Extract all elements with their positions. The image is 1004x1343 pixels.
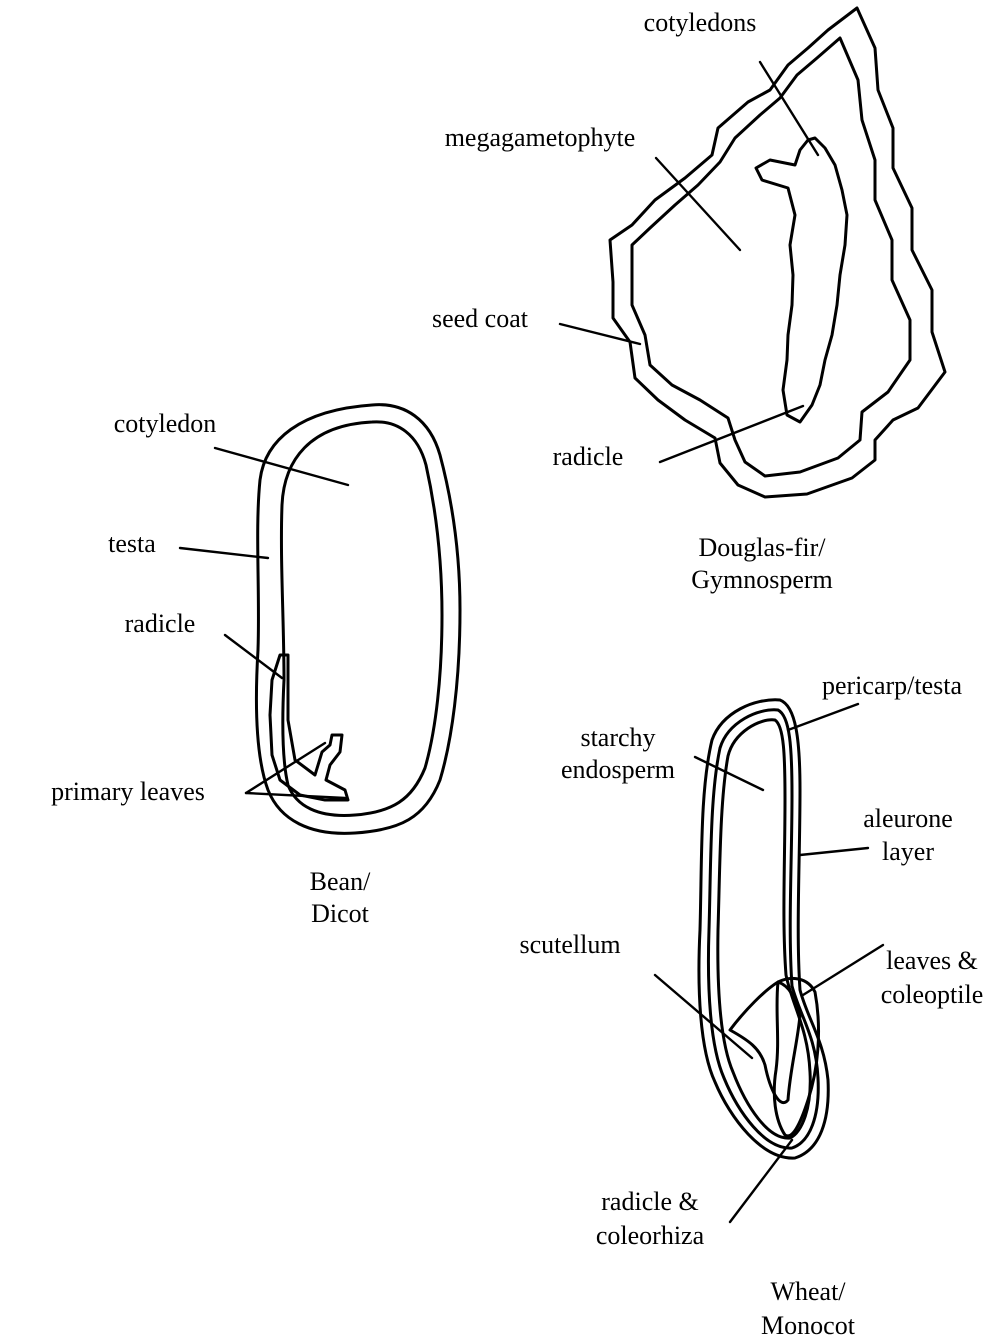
bean-label-primary-leaves: primary leaves: [51, 777, 205, 806]
douglas-fir-leader-radicle: [660, 406, 803, 462]
bean-label-cotyledon: cotyledon: [114, 409, 217, 438]
bean-leader-radicle: [225, 635, 282, 678]
wheat-leader-aleurone-layer: [800, 848, 868, 855]
wheat-label-starchy-endosperm-line-2: endosperm: [561, 755, 675, 784]
bean-label-radicle: radicle: [125, 609, 196, 638]
wheat-label-radicle-coleorhiza-line-2: coleorhiza: [596, 1221, 705, 1250]
wheat-label-pericarp-testa: pericarp/testa: [822, 671, 962, 700]
wheat-leader-radicle-coleorhiza: [730, 1140, 792, 1222]
douglas-fir-leader-megagametophyte: [656, 158, 740, 250]
wheat-scutellum: [730, 982, 800, 1103]
wheat-label-aleurone-line-1: aleurone: [863, 804, 953, 833]
wheat-label-radicle-coleorhiza-line-1: radicle &: [601, 1187, 698, 1216]
douglas-fir-seed: cotyledons megagametophyte seed coat rad…: [432, 8, 945, 594]
douglas-fir-label-cotyledons: cotyledons: [644, 8, 757, 37]
bean-leader-cotyledon: [215, 448, 348, 485]
wheat-caption-line-1: Wheat/: [770, 1277, 846, 1306]
bean-seed: cotyledon testa radicle primary leaves B…: [51, 405, 460, 928]
wheat-endosperm-outline: [718, 720, 810, 1138]
douglas-fir-caption-line-2: Gymnosperm: [691, 565, 833, 594]
wheat-label-starchy-endosperm-line-1: starchy: [580, 723, 655, 752]
wheat-seed: pericarp/testa starchy endosperm aleuron…: [519, 671, 983, 1340]
wheat-leader-leaves-coleoptile: [803, 945, 883, 995]
douglas-fir-label-radicle: radicle: [553, 442, 624, 471]
wheat-leader-pericarp-testa: [788, 704, 858, 730]
wheat-label-leaves-coleoptile-line-2: coleoptile: [881, 980, 984, 1009]
bean-label-testa: testa: [108, 529, 156, 558]
wheat-caption-line-2: Monocot: [761, 1311, 856, 1340]
douglas-fir-seed-coat-outer: [610, 8, 945, 497]
wheat-label-leaves-coleoptile-line-1: leaves &: [886, 946, 978, 975]
douglas-fir-caption-line-1: Douglas-fir/: [698, 533, 826, 562]
douglas-fir-label-seed-coat: seed coat: [432, 304, 529, 333]
bean-leader-testa: [180, 548, 268, 558]
wheat-label-aleurone-line-2: layer: [882, 837, 934, 866]
wheat-label-scutellum: scutellum: [519, 930, 620, 959]
douglas-fir-embryo: [756, 138, 847, 422]
douglas-fir-label-megagametophyte: megagametophyte: [445, 123, 636, 152]
douglas-fir-leader-seed-coat: [560, 324, 640, 344]
bean-caption-line-1: Bean/: [310, 867, 371, 896]
bean-caption-line-2: Dicot: [311, 899, 370, 928]
